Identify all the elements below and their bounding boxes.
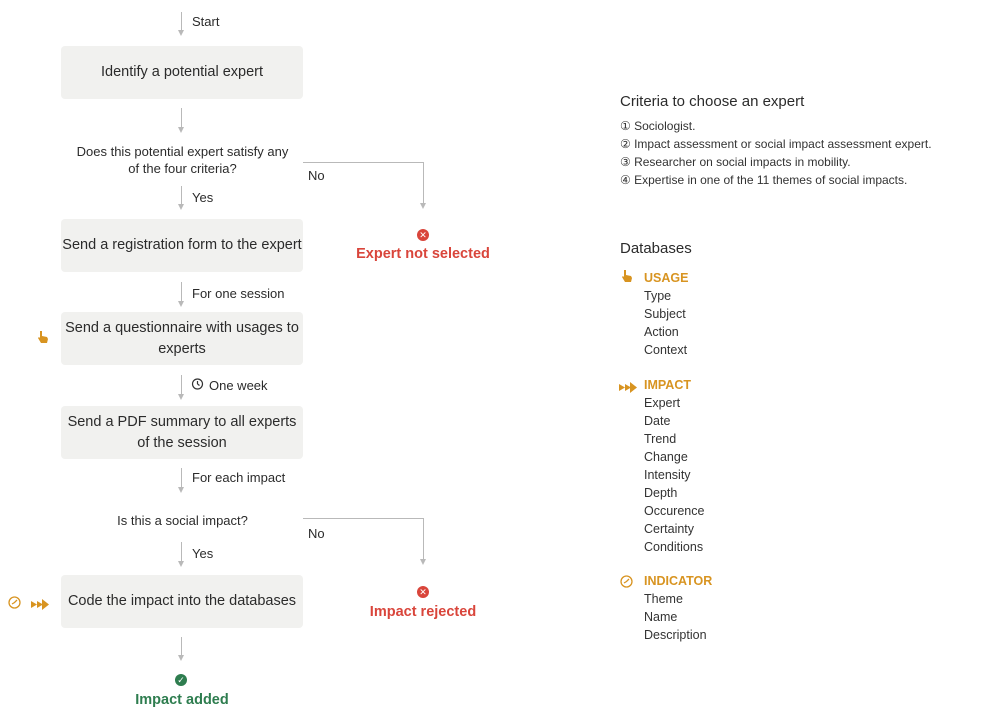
arrow-head [178,204,184,210]
x-circle-icon: ✕ [417,586,429,598]
arrow-head [178,127,184,133]
arrow-head [178,655,184,661]
for-each-impact-label: For each impact [192,470,286,485]
double-arrow-icon [31,597,49,615]
no-label: No [308,168,325,183]
no-branch-line [423,518,424,560]
db-field: Theme [644,592,683,606]
gauge-icon [8,596,21,614]
usage-db-label: USAGE [644,271,689,285]
identify-expert-step: Identify a potential expert [61,46,303,99]
arrow-head [420,559,426,565]
send-registration-form-step: Send a registration form to the expert [61,219,303,272]
databases-title: Databases [620,240,692,257]
arrow-head [178,487,184,493]
no-branch-line [303,162,424,163]
indicator-db-label: INDICATOR [644,574,713,588]
no-branch-line [303,518,424,519]
no-label: No [308,526,325,541]
connector-line [181,186,182,206]
db-field: Occurence [644,504,705,518]
connector-line [181,12,182,32]
impact-db-label: IMPACT [644,378,691,392]
db-field: Change [644,450,688,464]
db-field: Date [644,414,671,428]
db-field: Intensity [644,468,691,482]
db-field: Certainty [644,522,695,536]
check-circle-icon: ✓ [175,674,187,686]
no-branch-line [423,162,424,204]
start-label: Start [192,14,220,29]
db-field: Type [644,289,672,303]
connector-line [181,637,182,657]
db-field: Description [644,628,707,642]
yes-label: Yes [192,190,214,205]
arrow-head [420,203,426,209]
criteria-question: Does this potential expert satisfy any o… [76,144,289,176]
x-circle-icon: ✕ [417,229,429,241]
connector-line [181,108,182,128]
arrow-head [178,394,184,400]
criteria-item: ① Sociologist. [620,119,696,133]
send-pdf-summary-step: Send a PDF summary to all experts of the… [61,406,303,459]
connector-line [181,468,182,488]
yes-label: Yes [192,546,214,561]
stopwatch-icon [191,377,204,395]
send-questionnaire-step: Send a questionnaire with usages to expe… [61,312,303,365]
connector-line [181,375,182,395]
impact-rejected-outcome: Impact rejected [369,604,477,620]
db-field: Depth [644,486,678,500]
social-impact-question: Is this a social impact? [117,513,248,528]
criteria-item: ② Impact assessment or social impact ass… [620,137,932,151]
db-field: Name [644,610,678,624]
expert-not-selected-outcome: Expert not selected [356,246,490,262]
hand-pointer-icon [36,330,50,349]
hand-pointer-icon [620,269,634,288]
code-impact-step: Code the impact into the databases [61,575,303,628]
one-week-label: One week [209,378,268,393]
connector-line [181,282,182,302]
db-field: Expert [644,396,681,410]
db-field: Subject [644,307,686,321]
double-arrow-icon [619,380,637,398]
for-one-session-label: For one session [192,286,285,301]
criteria-item: ④ Expertise in one of the 11 themes of s… [620,173,908,187]
gauge-icon [620,575,633,593]
impact-added-outcome: Impact added [135,692,229,708]
db-field: Action [644,325,679,339]
db-field: Context [644,343,688,357]
arrow-head [178,301,184,307]
criteria-title: Criteria to choose an expert [620,93,805,110]
criteria-item: ③ Researcher on social impacts in mobili… [620,155,851,169]
db-field: Conditions [644,540,704,554]
arrow-head [178,561,184,567]
arrow-head [178,30,184,36]
db-field: Trend [644,432,677,446]
connector-line [181,542,182,562]
